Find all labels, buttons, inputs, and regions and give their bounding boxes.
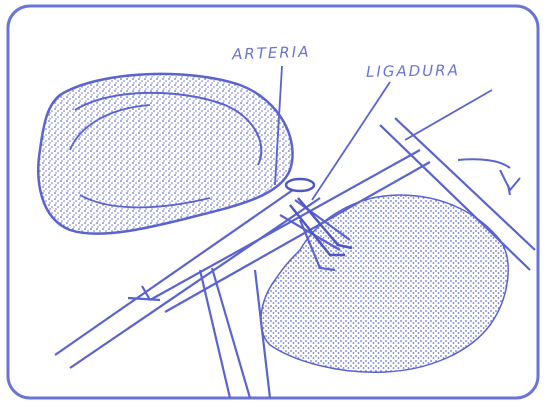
left-organ (38, 74, 292, 234)
label-arteria: ARTERIA (232, 43, 311, 64)
label-ligadura: LIGADURA (366, 61, 460, 81)
rotation-arrow-icon (458, 159, 520, 195)
right-tissue (261, 195, 508, 372)
